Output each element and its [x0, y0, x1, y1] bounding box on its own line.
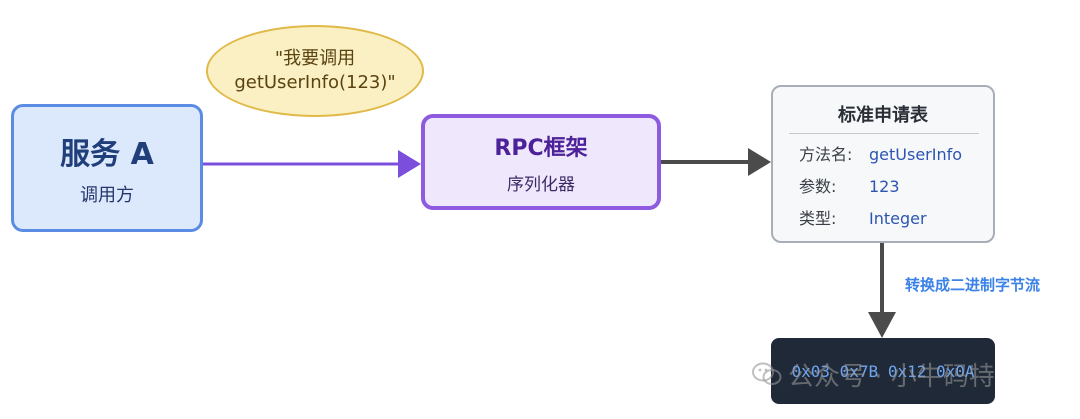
- form-value: 123: [869, 177, 900, 196]
- edge-label: 转换成二进制字节流: [905, 276, 1041, 294]
- form-value: Integer: [869, 209, 927, 228]
- bubble-line-2: getUserInfo(123)": [234, 72, 396, 93]
- form-value: getUserInfo: [869, 145, 963, 164]
- form-row-param: 参数: 123: [799, 173, 900, 196]
- form-title: 标准申请表: [838, 105, 928, 126]
- service-a-node: 服务 A 调用方: [11, 104, 203, 232]
- rpc-subtitle: 序列化器: [507, 174, 575, 195]
- rpc-title: RPC框架: [494, 135, 588, 161]
- form-divider: [789, 133, 979, 134]
- binary-bytes: 0x03 0x7B 0x12 0x0A: [791, 361, 975, 381]
- arrowhead-service-to-rpc: [398, 150, 421, 178]
- watermark: 公众号 · 小牛码特: [752, 356, 995, 392]
- thought-bubble: "我要调用 getUserInfo(123)": [206, 25, 424, 117]
- form-row-type: 类型: Integer: [799, 205, 927, 228]
- request-form-node: 标准申请表 方法名: getUserInfo 参数: 123 类型: Integer: [771, 85, 995, 243]
- service-subtitle: 调用方: [80, 185, 134, 206]
- service-title: 服务 A: [60, 137, 154, 172]
- watermark-text: 公众号 · 小牛码特: [788, 361, 995, 392]
- form-key: 参数:: [799, 177, 837, 196]
- form-key: 类型:: [799, 209, 837, 228]
- form-row-method: 方法名: getUserInfo: [799, 141, 963, 164]
- wechat-icon: [752, 362, 782, 385]
- binary-stream-node: 0x03 0x7B 0x12 0x0A: [771, 338, 995, 404]
- form-key: 方法名:: [799, 145, 853, 164]
- rpc-framework-node: RPC框架 序列化器: [421, 114, 661, 210]
- bubble-line-1: "我要调用: [274, 48, 356, 69]
- arrowhead-rpc-to-form: [748, 148, 771, 176]
- arrowhead-form-to-binary: [868, 312, 896, 338]
